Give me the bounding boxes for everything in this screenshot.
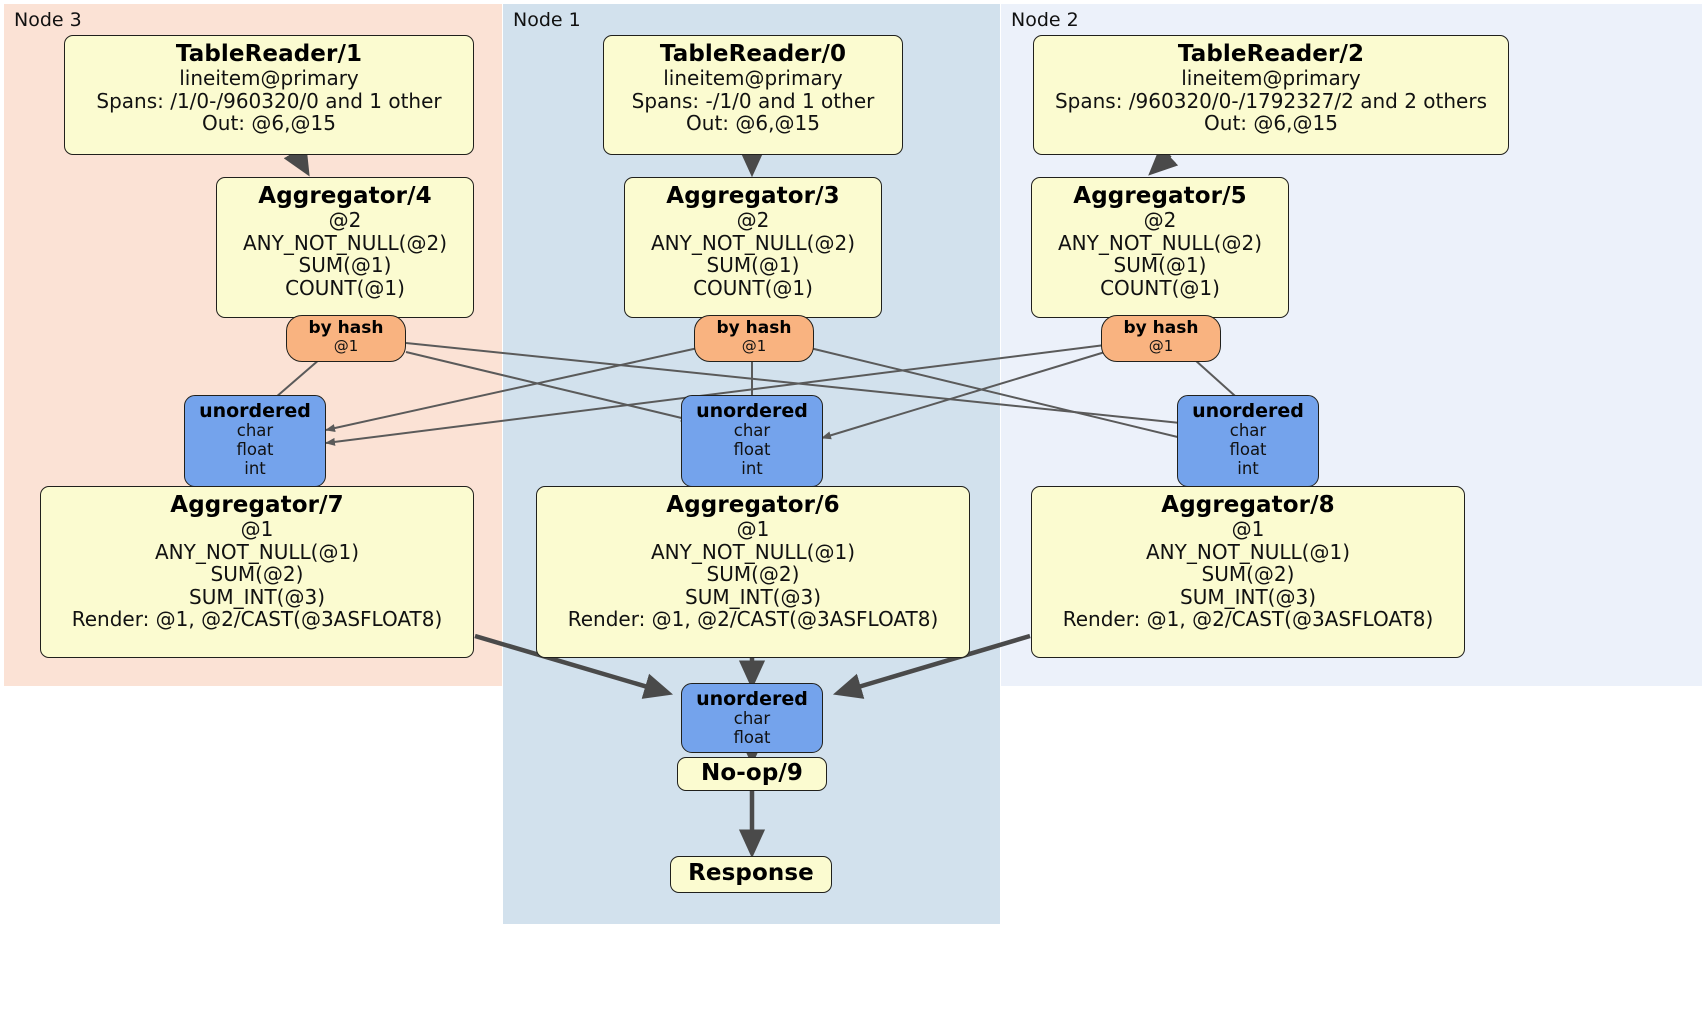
box-line: ANY_NOT_NULL(@2)	[651, 230, 855, 255]
box-line: lineitem@primary	[663, 65, 843, 90]
box-title: Response	[688, 860, 814, 886]
box-line: SUM(@1)	[706, 253, 800, 278]
router-title: by hash	[308, 318, 384, 338]
box-line: Spans: /960320/0-/1792327/2 and 2 others	[1054, 88, 1487, 113]
box-aggregator-3[interactable]: Aggregator/3 @2 ANY_NOT_NULL(@2) SUM(@1)…	[624, 177, 882, 318]
sync-line: int	[244, 458, 266, 478]
box-line: @1	[1231, 516, 1265, 541]
sync-line: float	[1229, 440, 1267, 460]
box-title: No-op/9	[701, 760, 803, 786]
sync-line: float	[733, 440, 771, 460]
box-title: Aggregator/8	[1161, 492, 1335, 518]
box-aggregator-4[interactable]: Aggregator/4 @2 ANY_NOT_NULL(@2) SUM(@1)…	[216, 177, 474, 318]
box-line: SUM_INT(@3)	[1180, 584, 1316, 609]
box-line: @2	[736, 207, 770, 232]
box-line: lineitem@primary	[179, 65, 359, 90]
box-title: TableReader/1	[175, 41, 363, 67]
box-aggregator-7[interactable]: Aggregator/7 @1 ANY_NOT_NULL(@1) SUM(@2)…	[40, 486, 474, 658]
box-title: Aggregator/6	[666, 492, 840, 518]
box-line: @2	[1143, 207, 1177, 232]
box-sync-unordered-left[interactable]: unordered char float int	[184, 395, 326, 487]
box-title: Aggregator/3	[666, 183, 840, 209]
sync-title: unordered	[696, 400, 808, 422]
box-line: ANY_NOT_NULL(@2)	[243, 230, 447, 255]
box-line: Render: @1, @2/CAST(@3ASFLOAT8)	[567, 607, 939, 632]
box-aggregator-5[interactable]: Aggregator/5 @2 ANY_NOT_NULL(@2) SUM(@1)…	[1031, 177, 1289, 318]
box-line: Out: @6,@15	[202, 111, 336, 136]
sync-line: float	[733, 728, 771, 748]
box-router-by-hash-left[interactable]: by hash @1	[286, 315, 406, 362]
sync-line: int	[741, 458, 763, 478]
box-sync-unordered-right[interactable]: unordered char float int	[1177, 395, 1319, 487]
box-aggregator-6[interactable]: Aggregator/6 @1 ANY_NOT_NULL(@1) SUM(@2)…	[536, 486, 970, 658]
panel-node1-label: Node 1	[513, 9, 581, 31]
box-line: Render: @1, @2/CAST(@3ASFLOAT8)	[71, 607, 443, 632]
router-line: @1	[333, 337, 359, 356]
box-line: lineitem@primary	[1181, 65, 1361, 90]
box-title: Aggregator/7	[170, 492, 344, 518]
box-router-by-hash-center[interactable]: by hash @1	[694, 315, 814, 362]
panel-node2-label: Node 2	[1011, 9, 1079, 31]
sync-title: unordered	[199, 400, 311, 422]
box-response[interactable]: Response	[670, 856, 832, 893]
box-line: ANY_NOT_NULL(@1)	[155, 539, 359, 564]
box-line: SUM(@2)	[1201, 562, 1295, 587]
box-title: Aggregator/5	[1073, 183, 1247, 209]
box-line: Spans: /1/0-/960320/0 and 1 other	[96, 88, 442, 113]
box-line: @1	[240, 516, 274, 541]
box-line: SUM(@2)	[706, 562, 800, 587]
box-aggregator-8[interactable]: Aggregator/8 @1 ANY_NOT_NULL(@1) SUM(@2)…	[1031, 486, 1465, 658]
box-tablereader-2[interactable]: TableReader/2 lineitem@primary Spans: /9…	[1033, 35, 1509, 155]
box-sync-unordered-center[interactable]: unordered char float int	[681, 395, 823, 487]
router-line: @1	[741, 337, 767, 356]
box-tablereader-0[interactable]: TableReader/0 lineitem@primary Spans: -/…	[603, 35, 903, 155]
box-line: SUM(@2)	[210, 562, 304, 587]
box-noop-9[interactable]: No-op/9	[677, 757, 827, 791]
box-line: ANY_NOT_NULL(@1)	[651, 539, 855, 564]
box-title: TableReader/2	[1177, 41, 1365, 67]
sync-line: char	[733, 421, 771, 441]
router-title: by hash	[716, 318, 792, 338]
box-line: COUNT(@1)	[285, 275, 405, 300]
box-router-by-hash-right[interactable]: by hash @1	[1101, 315, 1221, 362]
box-line: Out: @6,@15	[1204, 111, 1338, 136]
box-line: Spans: -/1/0 and 1 other	[631, 88, 875, 113]
box-line: Render: @1, @2/CAST(@3ASFLOAT8)	[1062, 607, 1434, 632]
sync-line: int	[1237, 458, 1259, 478]
router-title: by hash	[1123, 318, 1199, 338]
box-line: ANY_NOT_NULL(@2)	[1058, 230, 1262, 255]
panel-node3-label: Node 3	[14, 9, 82, 31]
sync-title: unordered	[696, 688, 808, 710]
box-line: @1	[736, 516, 770, 541]
box-line: ANY_NOT_NULL(@1)	[1146, 539, 1350, 564]
box-line: SUM(@1)	[1113, 253, 1207, 278]
box-line: SUM_INT(@3)	[189, 584, 325, 609]
sync-line: float	[236, 440, 274, 460]
box-line: SUM_INT(@3)	[685, 584, 821, 609]
box-line: Out: @6,@15	[686, 111, 820, 136]
box-line: @2	[328, 207, 362, 232]
box-line: SUM(@1)	[298, 253, 392, 278]
router-line: @1	[1148, 337, 1174, 356]
sync-title: unordered	[1192, 400, 1304, 422]
box-line: COUNT(@1)	[693, 275, 813, 300]
box-title: TableReader/0	[659, 41, 847, 67]
box-tablereader-1[interactable]: TableReader/1 lineitem@primary Spans: /1…	[64, 35, 474, 155]
sync-line: char	[1229, 421, 1267, 441]
box-line: COUNT(@1)	[1100, 275, 1220, 300]
box-sync-unordered-final[interactable]: unordered char float	[681, 683, 823, 753]
box-title: Aggregator/4	[258, 183, 432, 209]
sync-line: char	[236, 421, 274, 441]
sync-line: char	[733, 709, 771, 729]
